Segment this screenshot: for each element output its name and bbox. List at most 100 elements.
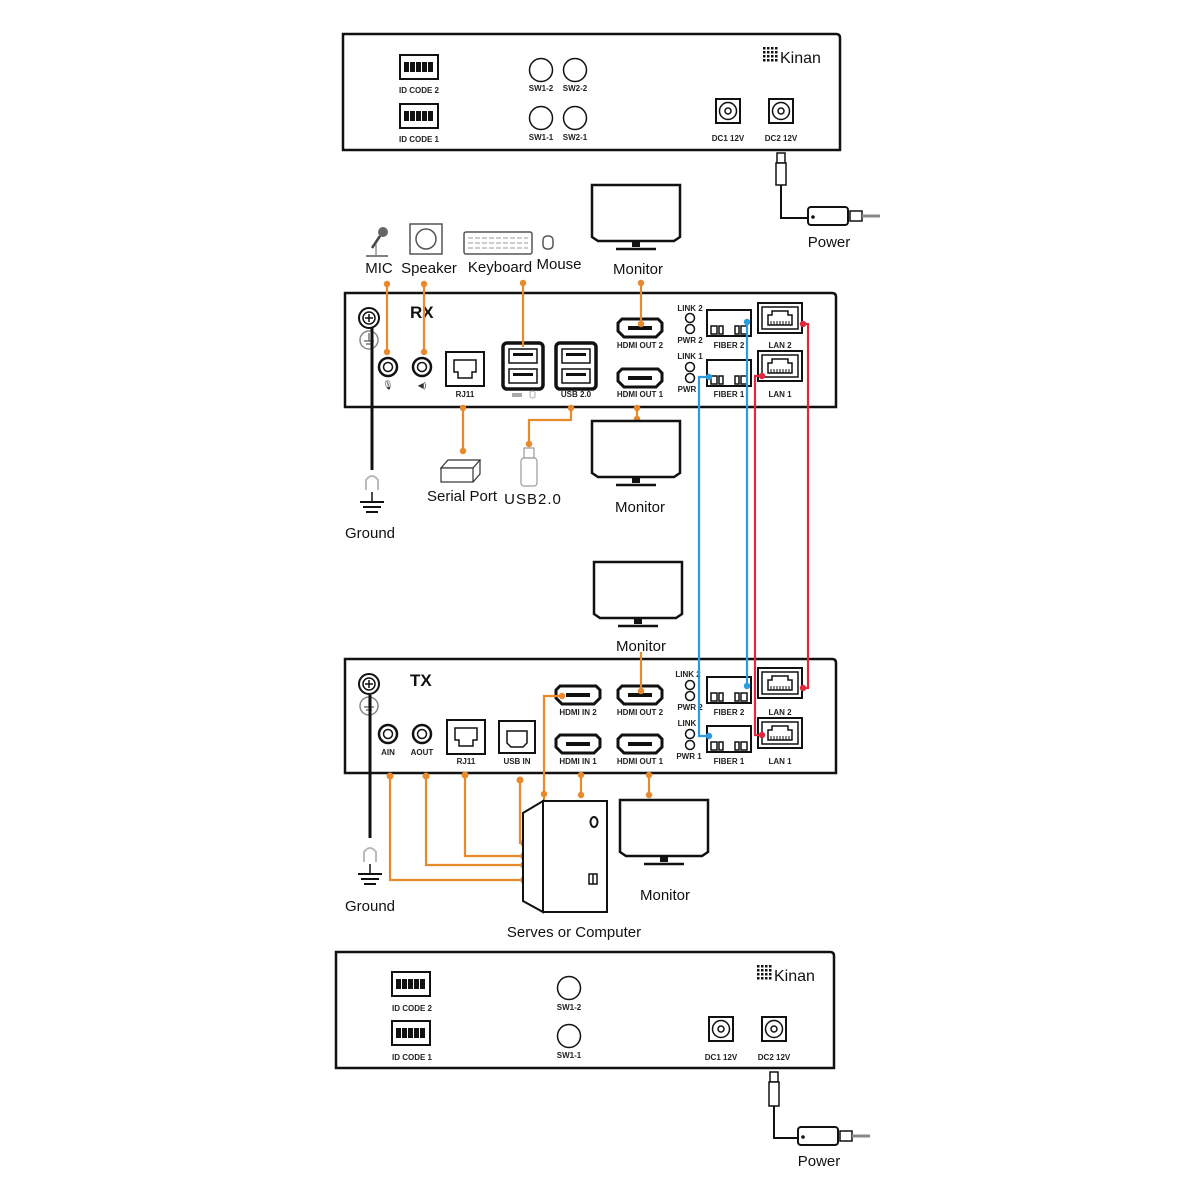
tx-hdmi-in-1-port[interactable]: [554, 733, 602, 755]
tx-ain-jack[interactable]: [377, 723, 399, 745]
tx-fiber-1-port[interactable]: [706, 725, 752, 753]
computer-tower-icon: [522, 799, 608, 914]
bottom-rear-panel: ID CODE 2 ID CODE 1 SW1-2 SW1-1 DC1 12V …: [334, 950, 836, 1070]
tx-hdmi-out-1-port[interactable]: [616, 733, 664, 755]
rx-rj11-port[interactable]: [445, 351, 485, 387]
keyboard-device: Keyboard: [463, 231, 533, 276]
tx-link2-label: LINK 2: [675, 670, 701, 679]
ground-tx-label: Ground: [345, 898, 395, 915]
serial-port-device: Serial Port: [427, 459, 498, 505]
bottom-dc1-power-jack[interactable]: [708, 1016, 734, 1042]
monitor-rx-top: Monitor: [590, 183, 682, 278]
bottom-dc2-power-jack[interactable]: [761, 1016, 787, 1042]
rx-link2-label: LINK 2: [677, 304, 703, 313]
tx-fiber-2-label: FIBER 2: [714, 708, 745, 717]
mic-port-icon: 🎙: [382, 380, 393, 390]
rx-lan-2-label: LAN 2: [768, 341, 792, 350]
rx-bottom-cables: [370, 328, 641, 470]
tx-top-cables: [637, 652, 645, 695]
speaker-label: Speaker: [401, 260, 457, 277]
tx-rj11-port[interactable]: [446, 719, 486, 755]
dc1-label: DC1 12V: [712, 134, 745, 143]
rx-usb20-label: USB 2.0: [561, 390, 592, 399]
sw2-2-button[interactable]: [562, 57, 588, 83]
tx-fiber-1-label: FIBER 1: [714, 757, 745, 766]
serial-port-label: Serial Port: [427, 488, 498, 505]
ground-rx-label: Ground: [345, 525, 395, 542]
dc1-power-jack[interactable]: [715, 98, 741, 124]
rx-unit-panel: RX 🎙 ◀) RJ11 USB 2.0 HDMI OUT 2 HDMI OUT…: [343, 291, 838, 409]
mouse-icon: [542, 235, 554, 250]
tx-unit-panel: TX AIN AOUT RJ11 USB IN HDMI IN 2 HDMI I…: [343, 657, 838, 775]
tx-hdmi-out-2-label: HDMI OUT 2: [617, 708, 664, 717]
server-computer-device: Serves or Computer: [507, 799, 641, 941]
bottom-sw1-1-button[interactable]: [556, 1023, 582, 1049]
tx-lan-2-port[interactable]: [757, 667, 803, 699]
dc2-power-jack[interactable]: [768, 98, 794, 124]
tx-bottom-cables: [368, 692, 653, 884]
tx-pwr1-label: PWR 1: [676, 752, 702, 761]
tx-fiber-2-port[interactable]: [706, 676, 752, 704]
monitor-icon: [592, 560, 684, 628]
rx-fiber-1-port[interactable]: [706, 359, 752, 387]
rx-hdmi-out-1-port[interactable]: [616, 367, 664, 389]
tx-lan-1-port[interactable]: [757, 717, 803, 749]
power-label-bottom: Power: [798, 1153, 841, 1170]
rx-hdmi-out-1-label: HDMI OUT 1: [617, 390, 664, 399]
rx-pwr1-label: PWR: [678, 385, 697, 394]
monitor-icon: [590, 183, 682, 251]
sw2-2-label: SW2-2: [563, 84, 588, 93]
rx-fiber-2-label: FIBER 2: [714, 341, 745, 350]
tx-hdmi-in-2-label: HDMI IN 2: [559, 708, 597, 717]
tx-lan-2-label: LAN 2: [768, 708, 792, 717]
tx-hdmi-in-1-label: HDMI IN 1: [559, 757, 597, 766]
id-code-1-label: ID CODE 1: [399, 135, 440, 144]
bottom-sw1-1-label: SW1-1: [557, 1051, 582, 1060]
ground-tx: Ground: [345, 847, 395, 915]
tx-aout-jack[interactable]: [411, 723, 433, 745]
tx-usb-in-port[interactable]: [498, 720, 536, 754]
id-code-2-dip-switch[interactable]: [391, 971, 431, 997]
server-computer-label: Serves or Computer: [507, 924, 641, 941]
rx-mic-jack[interactable]: [377, 356, 399, 378]
microphone-icon: [366, 227, 388, 257]
bottom-id-code-1-label: ID CODE 1: [392, 1053, 433, 1062]
monitor-rx-bottom: Monitor: [590, 419, 682, 516]
tx-rj11-label: RJ11: [457, 757, 476, 766]
sw1-2-button[interactable]: [528, 57, 554, 83]
speaker-device: Speaker: [401, 223, 457, 277]
keyboard-label: Keyboard: [468, 259, 532, 276]
id-code-1-dip-switch[interactable]: [391, 1020, 431, 1046]
bottom-dc2-label: DC2 12V: [758, 1053, 791, 1062]
monitor-tx-right: Monitor: [618, 798, 710, 904]
id-code-2-dip-switch[interactable]: [399, 54, 439, 80]
monitor-icon: [590, 419, 682, 487]
mic-label: MIC: [365, 260, 393, 277]
rx-hdmi-out-2-label: HDMI OUT 2: [617, 341, 664, 350]
rx-usb20-port[interactable]: [554, 341, 598, 391]
usb-drive-device: USB2.0: [504, 447, 561, 508]
speaker-port-icon: ◀): [418, 381, 427, 390]
mouse-port-icon: [529, 390, 536, 399]
sw2-1-button[interactable]: [562, 105, 588, 131]
power-label-top: Power: [808, 234, 851, 251]
rx-usb-keyboard-mouse-port[interactable]: [501, 341, 545, 391]
rx-speaker-jack[interactable]: [411, 356, 433, 378]
rx-title: RX: [410, 303, 434, 322]
mouse-device: Mouse: [536, 235, 582, 273]
monitor-rx-top-label: Monitor: [613, 261, 663, 278]
power-adapter-bottom: Power: [768, 1071, 872, 1170]
monitor-rx-bottom-label: Monitor: [615, 499, 665, 516]
rx-rj11-label: RJ11: [456, 390, 475, 399]
sw1-1-button[interactable]: [528, 105, 554, 131]
bottom-sw1-2-button[interactable]: [556, 975, 582, 1001]
tx-link1-label: LINK: [678, 719, 697, 728]
rx-lan-2-port[interactable]: [757, 302, 803, 334]
tx-aout-label: AOUT: [411, 748, 434, 757]
monitor-tx-top-label: Monitor: [616, 638, 666, 655]
dc2-label: DC2 12V: [765, 134, 798, 143]
tx-lan-1-label: LAN 1: [768, 757, 792, 766]
usb-drive-icon: [520, 447, 538, 487]
id-code-1-dip-switch[interactable]: [399, 103, 439, 129]
